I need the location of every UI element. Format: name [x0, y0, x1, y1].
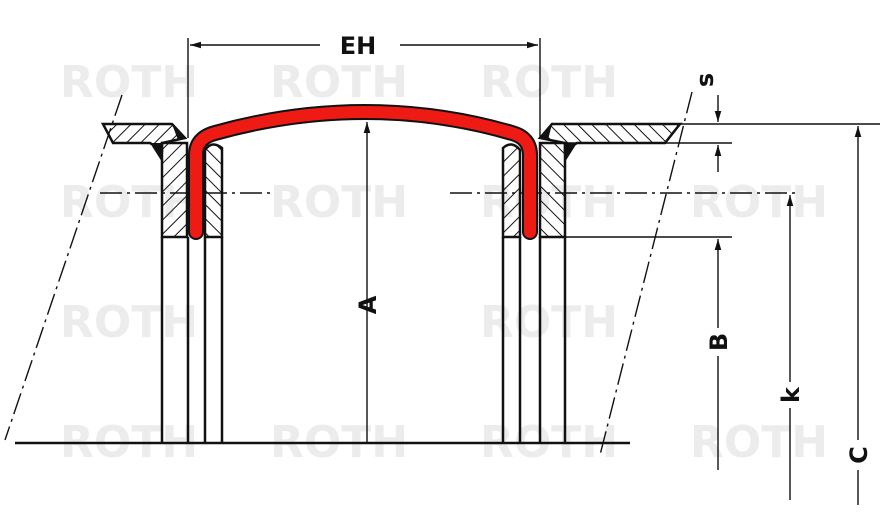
left-outer-ring [160, 141, 189, 239]
watermark-text: ROTH [270, 57, 408, 108]
watermark-text: ROTH [690, 177, 828, 228]
watermark-text: ROTH [480, 297, 618, 348]
left-slant-line [4, 94, 123, 441]
right-slant-line [599, 91, 693, 456]
watermark-text: ROTH [270, 177, 408, 228]
c-label: C [845, 446, 873, 464]
right-outer-ring [538, 141, 567, 239]
right-pipe-walls [501, 237, 567, 443]
s-label: s [691, 73, 719, 87]
watermark-text: ROTH [690, 417, 828, 468]
k-label: k [777, 386, 805, 403]
b-label: B [705, 333, 733, 351]
a-label: A [354, 295, 382, 314]
dimension-extensions [565, 123, 880, 238]
right-inner-ring [501, 143, 522, 239]
left-weld [150, 124, 186, 162]
left-inner-ring [203, 143, 224, 239]
right-weld [540, 124, 577, 162]
watermark-text: ROTH [60, 297, 198, 348]
watermark-text: ROTH [480, 57, 618, 108]
end-cap [190, 105, 536, 238]
eh-label: EH [340, 32, 376, 60]
watermark-text: ROTH [60, 57, 198, 108]
left-pipe-walls [160, 237, 224, 443]
